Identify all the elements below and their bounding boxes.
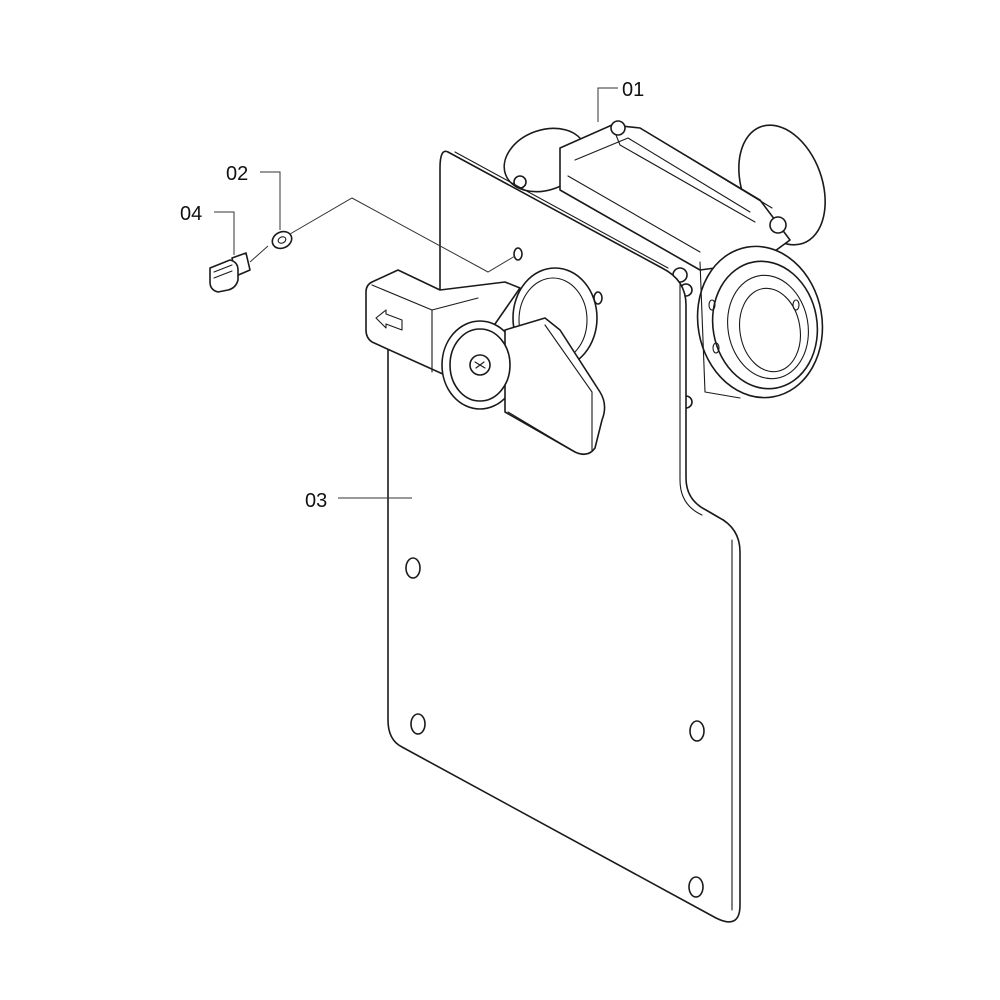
callout-label-04: 04 <box>180 203 202 225</box>
bolt-icon <box>769 216 787 234</box>
plate-hole <box>410 713 426 735</box>
screw <box>209 252 251 293</box>
callout-leader-02 <box>260 171 281 230</box>
plate-hole <box>689 720 705 742</box>
bolt-icon <box>610 120 626 136</box>
callout-label-02: 02 <box>226 163 248 185</box>
mounting-plate <box>387 150 741 923</box>
plate-hole <box>688 876 704 898</box>
plate-hole <box>513 247 523 261</box>
washer <box>271 230 293 250</box>
callout-leader-01 <box>597 87 618 122</box>
bolt-icon <box>513 175 527 189</box>
callout-label-03: 03 <box>305 490 327 512</box>
assembly-axis <box>249 197 516 273</box>
callout-leader-04 <box>214 211 235 255</box>
arrow-left-icon <box>375 309 403 331</box>
callout-label-01: 01 <box>622 79 644 101</box>
plate-hole <box>405 557 421 579</box>
handle-lever <box>365 269 606 456</box>
